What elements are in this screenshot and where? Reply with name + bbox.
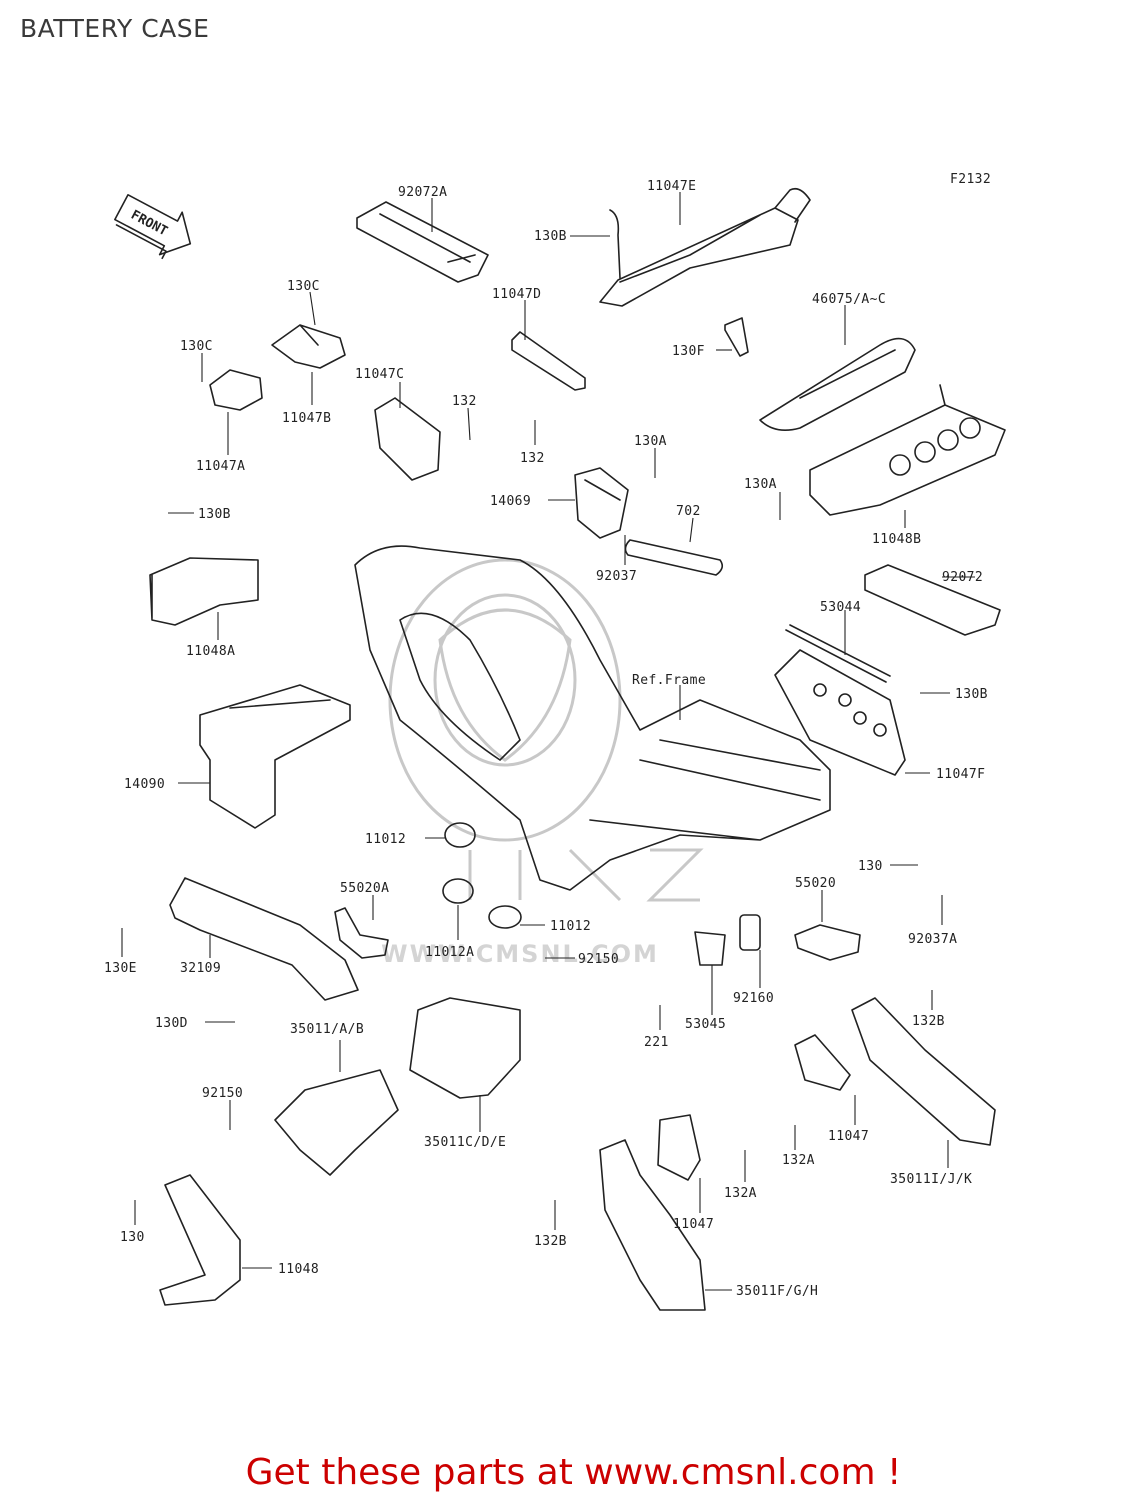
callout-label: 11047A bbox=[196, 459, 245, 474]
callout-label: 130F bbox=[672, 344, 705, 359]
callout-label: 11047B bbox=[282, 411, 331, 426]
holder-55020a-part bbox=[334, 907, 389, 959]
ref-frame-label: Ref.Frame bbox=[632, 673, 706, 688]
callout-label: 11048A bbox=[186, 644, 235, 659]
callout-label: 130B bbox=[534, 229, 567, 244]
cta-link[interactable]: Get these parts at www.cmsnl.com ! bbox=[245, 1452, 902, 1493]
callout-label: 130D bbox=[155, 1016, 188, 1031]
callout-label: 11047F bbox=[936, 767, 985, 782]
clip-53045-part bbox=[694, 931, 726, 966]
grommet-11012b-part bbox=[488, 905, 522, 929]
callout-label: 130E bbox=[104, 961, 137, 976]
main-frame-part bbox=[354, 545, 831, 891]
callout-label: 132A bbox=[782, 1153, 815, 1168]
bracket-11048a-part bbox=[149, 557, 259, 626]
damper-92160-part bbox=[739, 914, 761, 951]
callout-label: 55020 bbox=[795, 876, 836, 891]
callout-label: 11048 bbox=[278, 1262, 319, 1277]
cover-46075-part bbox=[759, 337, 916, 431]
callout-label: 132 bbox=[520, 451, 545, 466]
callout-label: 14090 bbox=[124, 777, 165, 792]
figure-code: F2132 bbox=[950, 172, 991, 187]
callout-label: 11047 bbox=[828, 1129, 869, 1144]
callout-label: 132B bbox=[912, 1014, 945, 1029]
callout-label: 11047D bbox=[492, 287, 541, 302]
front-arrow-icon: FRONT bbox=[114, 193, 192, 260]
callout-label: 92037A bbox=[908, 932, 957, 947]
plate-11047f-part bbox=[774, 649, 906, 776]
grommet-11012-part bbox=[444, 822, 476, 848]
callout-label: 11047E bbox=[647, 179, 696, 194]
callout-label: 92072 bbox=[942, 570, 983, 585]
callout-label: 35011I/J/K bbox=[890, 1172, 972, 1187]
callout-label: 130A bbox=[634, 434, 667, 449]
battery-cover-14090-part bbox=[199, 684, 351, 829]
bracket-35011cde-part bbox=[409, 997, 521, 1099]
battery-strap-part bbox=[356, 201, 489, 283]
bracket-11047c-part bbox=[374, 397, 441, 481]
callout-label: 14069 bbox=[490, 494, 531, 509]
callout-label: 92037 bbox=[596, 569, 637, 584]
callout-label: 132 bbox=[452, 394, 477, 409]
watermark-logo bbox=[388, 558, 704, 902]
callout-label: 53045 bbox=[685, 1017, 726, 1032]
callout-labels: 92072A 11047E 130B 46075/A~C 130C 130C 1… bbox=[104, 179, 988, 1299]
watermark-url: WWW.CMSNL.COM bbox=[381, 940, 659, 968]
callout-label: 130 bbox=[120, 1230, 145, 1245]
callout-label: 35011C/D/E bbox=[424, 1135, 506, 1150]
strap-92072-part bbox=[864, 564, 1001, 636]
callout-label: 35011F/G/H bbox=[736, 1284, 818, 1299]
callout-label: 53044 bbox=[820, 600, 861, 615]
grommet-11012a-part bbox=[442, 878, 474, 904]
callout-label: 11048B bbox=[872, 532, 921, 547]
callout-label: 130C bbox=[287, 279, 320, 294]
callout-label: 130B bbox=[955, 687, 988, 702]
leader-lines bbox=[121, 192, 975, 1291]
parts-diagram: WWW.CMSNL.COM F2132 FRONT bbox=[104, 172, 1006, 1311]
callout-label: 132B bbox=[534, 1234, 567, 1249]
callout-label: 132A bbox=[724, 1186, 757, 1201]
callout-label: 130B bbox=[198, 507, 231, 522]
page-title: BATTERY CASE bbox=[20, 14, 210, 43]
callout-label: 11012A bbox=[425, 945, 474, 960]
callout-label: 35011/A/B bbox=[290, 1022, 364, 1037]
tube-702-part bbox=[624, 539, 724, 576]
callout-label: 92160 bbox=[733, 991, 774, 1006]
callout-label: 92150 bbox=[578, 952, 619, 967]
bolt-130f-part bbox=[724, 317, 749, 357]
plate-11048b-part bbox=[809, 384, 1006, 516]
plate-55020-part bbox=[794, 924, 861, 961]
clamp-11047a-part bbox=[209, 369, 263, 411]
bracket-11047d-part bbox=[511, 331, 586, 391]
rod-53044-part bbox=[785, 624, 891, 683]
bracket-11047-center-part bbox=[657, 1114, 701, 1181]
callout-label: 702 bbox=[676, 504, 701, 519]
lever-32109-part bbox=[169, 877, 359, 1001]
callout-label: 11012 bbox=[550, 919, 591, 934]
callout-label: 46075/A~C bbox=[812, 292, 886, 307]
callout-label: 32109 bbox=[180, 961, 221, 976]
callout-label: 92150 bbox=[202, 1086, 243, 1101]
clamp-11047b-part bbox=[271, 324, 346, 369]
bracket-11048-part bbox=[159, 1174, 241, 1306]
callout-label: 55020A bbox=[340, 881, 389, 896]
bracket-35011ab-part bbox=[274, 1069, 399, 1176]
callout-label: 11047C bbox=[355, 367, 404, 382]
callout-label: 221 bbox=[644, 1035, 669, 1050]
bracket-11047e-part bbox=[599, 187, 811, 307]
relay-14069-part bbox=[574, 467, 629, 539]
bracket-35011fgh-part bbox=[599, 1139, 706, 1311]
callout-label: 130 bbox=[858, 859, 883, 874]
bracket-11047-right-part bbox=[794, 1034, 851, 1091]
callout-label: 92072A bbox=[398, 185, 447, 200]
callout-label: 130A bbox=[744, 477, 777, 492]
callout-label: 11047 bbox=[673, 1217, 714, 1232]
callout-label: 130C bbox=[180, 339, 213, 354]
bracket-35011ijk-part bbox=[851, 997, 996, 1146]
callout-label: 11012 bbox=[365, 832, 406, 847]
